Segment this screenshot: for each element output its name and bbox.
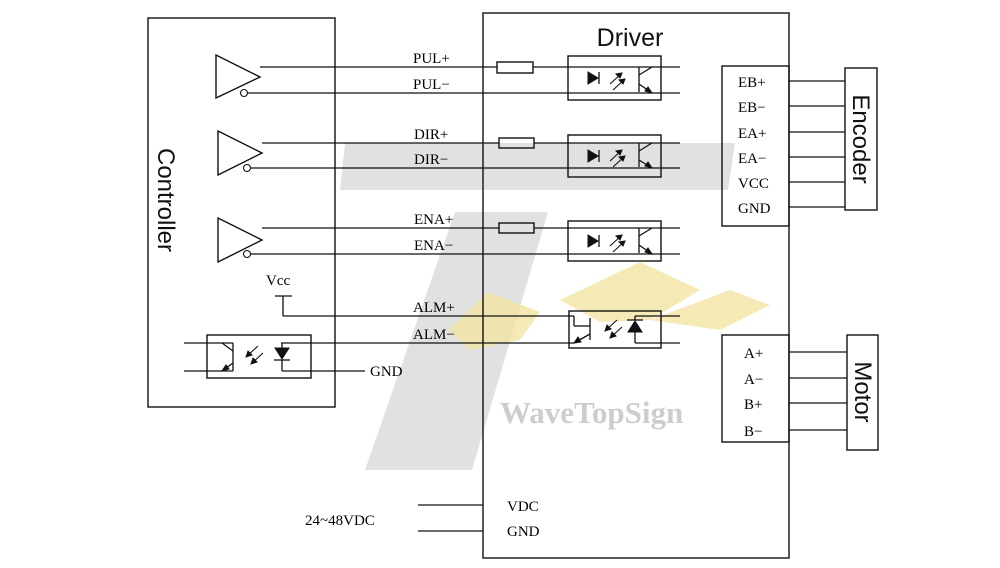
controller-label: Controller: [152, 148, 179, 252]
motor-pin-b-minus: B−: [744, 424, 762, 440]
ena-channel: [217, 216, 680, 264]
motor-block: [846, 334, 879, 451]
watermark-logo: WaveTopSign: [340, 143, 770, 470]
encoder-pin-eb-plus: EB+: [738, 75, 766, 91]
controller-optocoupler: [184, 334, 365, 379]
dir-minus-label: DIR−: [414, 152, 448, 168]
pul-minus-label: PUL−: [413, 77, 450, 93]
power-wires: [418, 504, 483, 532]
controller-gnd-label: GND: [370, 364, 403, 380]
encoder-block: [844, 67, 878, 211]
encoder-pin-eb-minus: EB−: [738, 100, 766, 116]
power-vdc-label: VDC: [507, 499, 539, 515]
power-supply-label: 24~48VDC: [305, 513, 375, 529]
encoder-pin-ea-minus: EA−: [738, 151, 766, 167]
pul-plus-label: PUL+: [413, 51, 450, 67]
driver-block: [482, 12, 790, 559]
encoder-pin-vcc: VCC: [738, 176, 769, 192]
encoder-connector: [721, 65, 790, 227]
driver-label: Driver: [597, 24, 664, 52]
dir-channel: [217, 129, 680, 178]
alm-minus-label: ALM−: [413, 327, 455, 343]
encoder-pin-ea-plus: EA+: [738, 126, 766, 142]
ena-minus-label: ENA−: [414, 238, 453, 254]
motor-pin-b-plus: B+: [744, 397, 762, 413]
power-gnd-label: GND: [507, 524, 540, 540]
motor-label: Motor: [849, 361, 876, 422]
motor-pin-a-minus: A−: [744, 372, 763, 388]
pul-channel: [215, 53, 680, 101]
motor-wires: [789, 351, 847, 431]
encoder-wires: [789, 80, 845, 208]
alm-channel: [275, 295, 680, 349]
ena-plus-label: ENA+: [414, 212, 453, 228]
motor-connector: [721, 334, 790, 443]
motor-pin-a-plus: A+: [744, 346, 763, 362]
vcc-label: Vcc: [266, 273, 290, 289]
encoder-label: Encoder: [847, 94, 874, 183]
encoder-pin-gnd: GND: [738, 201, 771, 217]
watermark-text: WaveTopSign: [500, 395, 683, 430]
alm-plus-label: ALM+: [413, 300, 455, 316]
controller-block: [147, 17, 336, 408]
input-optocoupler-icons: [587, 66, 654, 255]
dir-plus-label: DIR+: [414, 127, 448, 143]
